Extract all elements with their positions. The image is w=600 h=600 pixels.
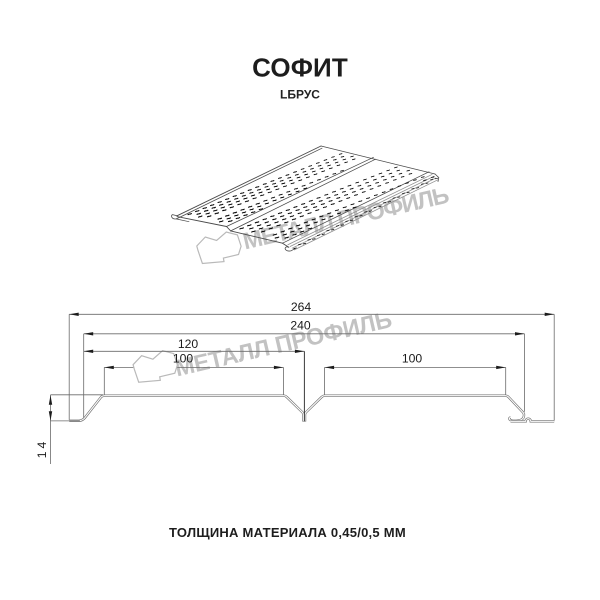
svg-text:264: 264 bbox=[291, 300, 312, 314]
svg-text:LБРУС: LБРУС bbox=[280, 88, 320, 102]
svg-text:СОФИТ: СОФИТ bbox=[252, 53, 348, 83]
svg-text:240: 240 bbox=[290, 319, 311, 333]
svg-text:14: 14 bbox=[35, 439, 49, 459]
svg-text:100: 100 bbox=[402, 351, 423, 365]
svg-text:120: 120 bbox=[178, 337, 199, 351]
svg-text:ТОЛЩИНА МАТЕРИАЛА 0,45/0,5 ММ: ТОЛЩИНА МАТЕРИАЛА 0,45/0,5 ММ bbox=[169, 525, 406, 540]
svg-text:100: 100 bbox=[173, 351, 194, 365]
